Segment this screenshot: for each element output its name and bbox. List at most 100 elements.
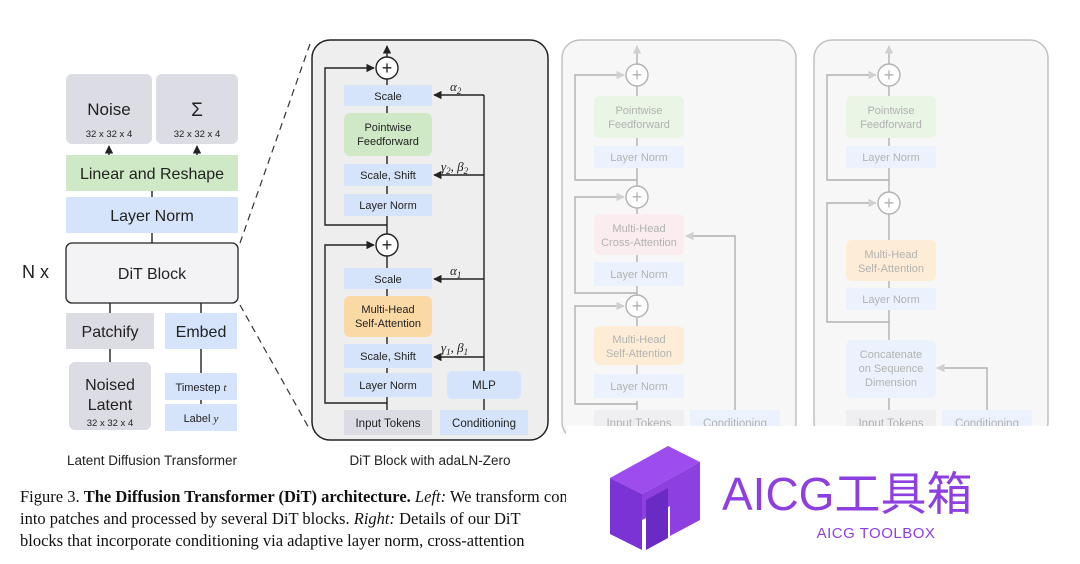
mhsa-line1: Multi-Head [361,304,414,316]
caption-line-2: into patches and processed by several Di… [20,508,566,530]
mhca-line1: Multi-Head [612,223,665,235]
concatenate-line1: Concatenate [860,349,922,361]
scale-box-top [344,85,432,106]
residual-connection-bottom [324,240,387,404]
mhca-line2: Cross-Attention [601,237,677,249]
embed-label: Embed [176,324,227,341]
watermark-title: AICG工具箱 [722,468,972,520]
scale-label-bottom: Scale [374,274,402,286]
layer-norm-label: Layer Norm [862,152,919,164]
layer-norm-box-bottom [344,373,432,397]
caption-right-label: Right: [353,509,395,528]
alpha2-label: α2 [450,79,462,96]
scale-box-bottom [344,268,432,289]
plus-symbol: + [632,296,643,316]
pointwise-ff-line2: Feedforward [860,119,922,131]
linear-reshape-box [66,155,238,191]
dit-block-box [65,242,239,304]
patchify-box [66,313,154,349]
pointwise-ff-line1: Pointwise [615,105,662,117]
sigma-box [156,74,238,144]
layer-norm-box [66,197,238,233]
mhsa-box [846,240,936,281]
residual-connection [574,301,637,405]
layer-norm-label: Layer Norm [862,294,919,306]
caption-text: Details of our DiT [394,509,521,528]
layer-norm-label: Layer Norm [610,152,667,164]
mhsa-line1: Multi-Head [612,334,665,346]
pointwise-ff-line1: Pointwise [867,105,914,117]
caption-line-1: Figure 3. The Diffusion Transformer (DiT… [20,486,566,508]
in-context-block: + + Pointwise Feedforward Layer Norm Mul… [813,39,1049,441]
plus-symbol: + [632,187,643,207]
repeat-label: N x [22,262,49,282]
layer-norm-box [594,146,684,168]
noised-latent-dims: 32 x 32 x 4 [87,418,133,429]
gamma1-beta1-label: γ1, β1 [441,340,468,357]
zoom-line-bottom [239,304,311,431]
mhca-box [594,214,684,255]
pointwise-ff-line2: Feedforward [608,119,670,131]
linear-reshape-label: Linear and Reshape [80,166,224,183]
layer-norm-label: Layer Norm [610,269,667,281]
pointwise-ff-box [344,113,432,156]
label-label: Label y [184,413,219,425]
timestep-box [165,373,237,400]
label-box [165,404,237,431]
concatenate-line3: Dimension [865,377,917,389]
input-tokens-box [344,410,432,435]
noised-latent-box [69,362,151,430]
residual-connection [574,192,637,294]
caption-text: blocks that incorporate conditioning via… [20,531,525,550]
adaln-caption: DiT Block with adaLN-Zero [349,453,510,468]
noised-latent-line2: Latent [88,397,133,414]
mhsa-box [594,326,684,365]
scale-shift-box-top [344,164,432,186]
plus-node [625,294,649,318]
concatenate-box [846,340,936,398]
conditioning-line [685,231,736,410]
layer-norm-label-top: Layer Norm [359,200,416,212]
adaln-zero-block: + + Scale Pointwise Feedforward Scale, S… [311,39,549,468]
mlp-label: MLP [472,380,496,392]
layer-norm-box [846,288,936,310]
plus-node [625,185,649,209]
sigma-dims: 32 x 32 x 4 [174,129,220,140]
sigma-label: Σ [191,100,203,121]
zoom-line-top [239,43,311,244]
scale-shift-label-top: Scale, Shift [360,170,416,182]
plus-symbol: + [632,65,643,85]
layer-norm-box-top [344,194,432,216]
conditioning-box [440,410,528,435]
plus-node-top [375,56,399,80]
mhsa-line2: Self-Attention [606,348,672,360]
ldt-caption: Latent Diffusion Transformer [67,453,238,468]
conditioning-line [936,363,988,410]
pointwise-ff-box [846,96,936,138]
alpha1-label: α1 [450,263,461,280]
noise-box [66,74,152,144]
noise-label: Noise [87,100,130,119]
plus-symbol: + [884,65,895,85]
watermark-subtitle: AICG TOOLBOX [817,525,936,542]
layer-norm-box [594,262,684,286]
mhsa-line2: Self-Attention [355,318,421,330]
cross-attention-block: + + + Pointwise Feedforward Layer Norm M… [561,39,797,441]
scale-label-top: Scale [374,91,402,103]
plus-node-bottom [375,233,399,257]
caption-title: The Diffusion Transformer (DiT) architec… [83,487,411,506]
caption-figure-number: Figure 3. [20,487,84,506]
timestep-label: Timestep t [176,382,228,394]
plus-node [625,63,649,87]
input-tokens-label: Input Tokens [355,418,420,430]
layer-norm-box [594,374,684,398]
caption-text: into patches and processed by several Di… [20,509,354,528]
latent-diffusion-transformer: Noise 32 x 32 x 4 Σ 32 x 32 x 4 Linear a… [22,74,239,468]
pointwise-ff-line1: Pointwise [364,122,411,134]
mhsa-box [344,296,432,337]
caption-left-label: Left: [410,487,447,506]
plus-symbol: + [884,193,895,213]
pointwise-ff-line2: Feedforward [357,136,419,148]
caption-line-3: blocks that incorporate conditioning via… [20,530,566,552]
residual-connection [826,70,889,181]
